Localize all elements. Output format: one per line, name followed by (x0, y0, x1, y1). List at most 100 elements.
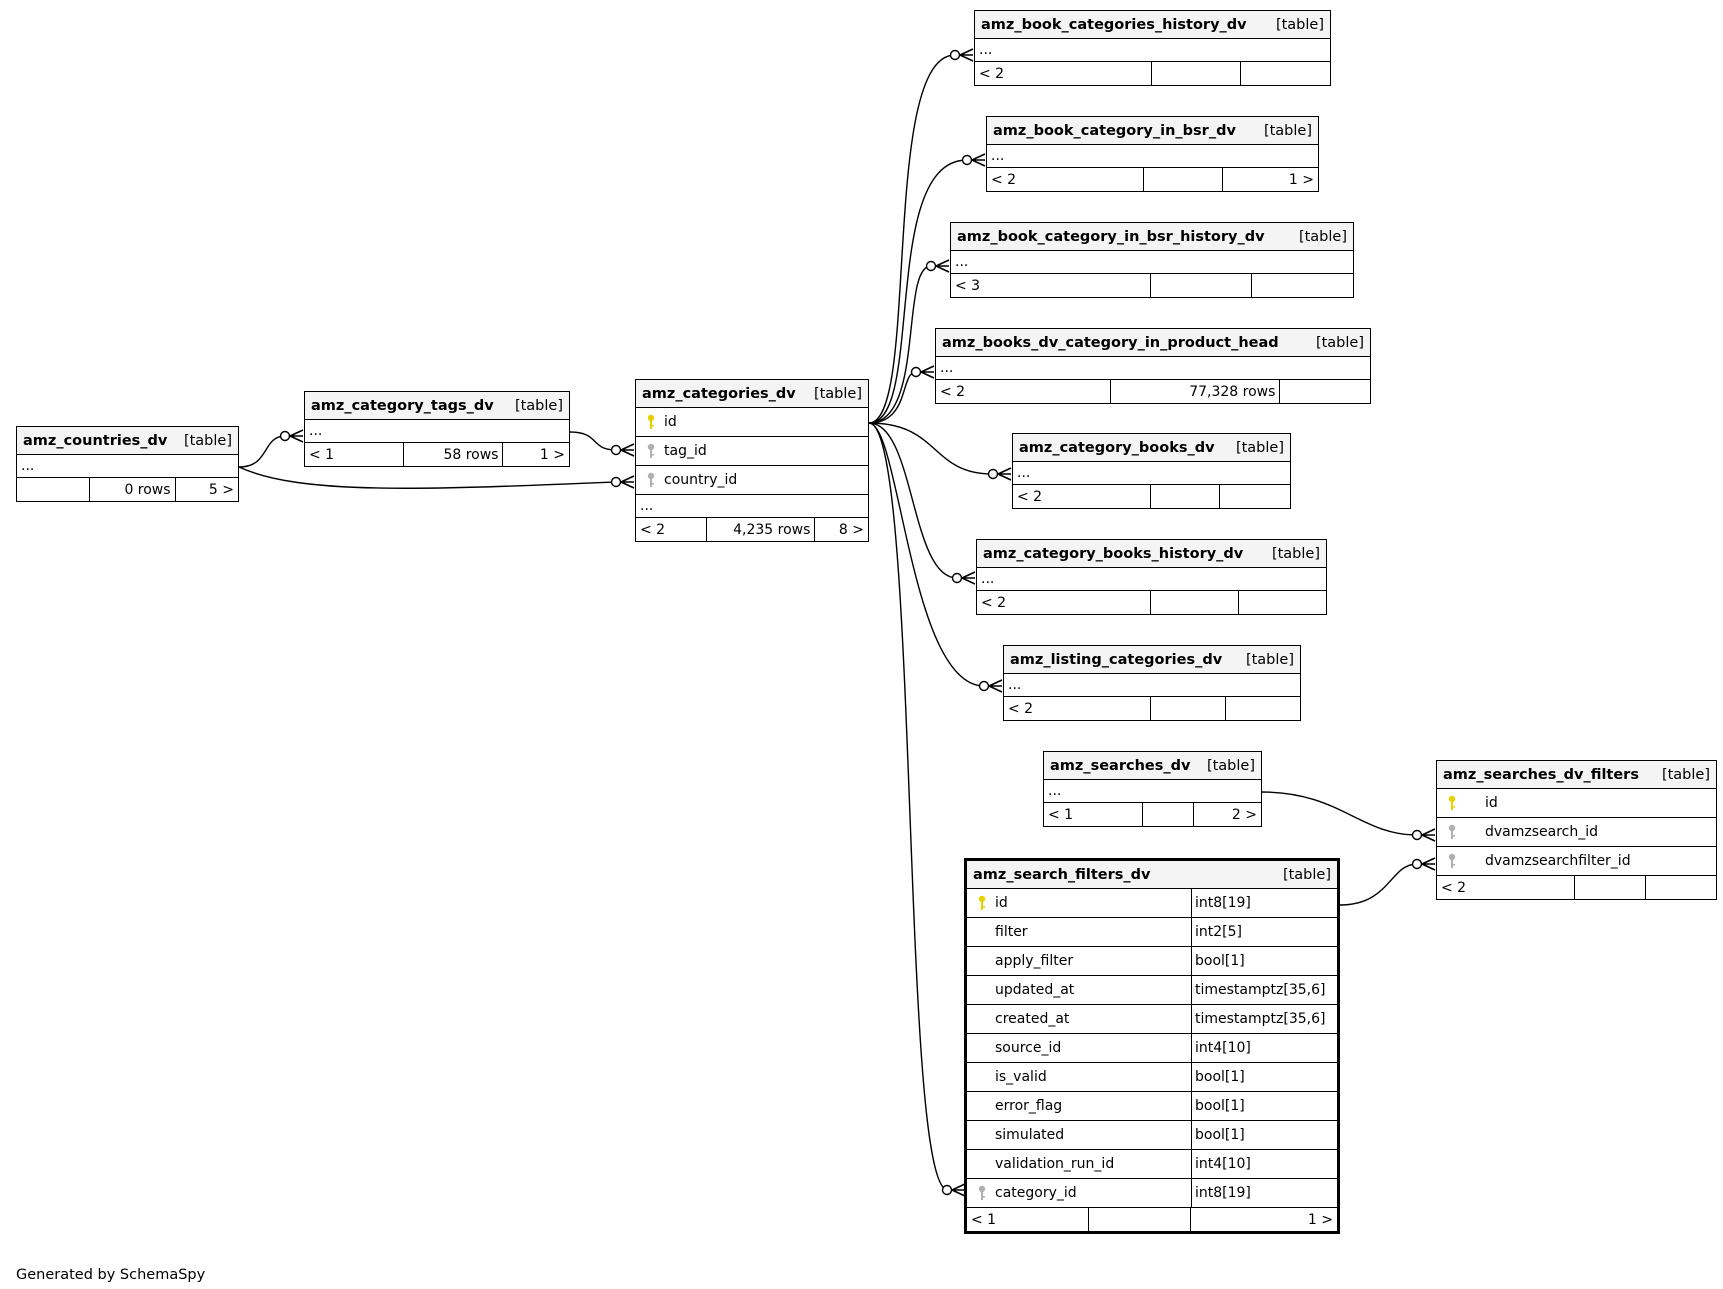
relationship-edge (238, 466, 635, 489)
parents-count[interactable]: < 2 (979, 65, 1005, 82)
more-columns-row[interactable]: ... (987, 145, 1318, 168)
children-count[interactable]: 2 > (1192, 803, 1261, 826)
children-count[interactable]: 1 > (1190, 1208, 1337, 1231)
children-count[interactable]: 1 > (502, 443, 569, 466)
table-name[interactable]: amz_search_filters_dv (973, 866, 1151, 883)
table-name[interactable]: amz_searches_dv_filters (1443, 766, 1639, 783)
children-count[interactable] (1279, 380, 1370, 403)
more-columns-row[interactable]: ... (951, 251, 1353, 274)
more-columns-row[interactable]: ... (936, 357, 1370, 380)
table-header[interactable]: amz_categories_dv[table] (636, 380, 868, 408)
table-name[interactable]: amz_listing_categories_dv (1010, 651, 1223, 668)
table-name[interactable]: amz_category_books_dv (1019, 439, 1215, 456)
parents-count[interactable] (17, 478, 89, 501)
table-header[interactable]: amz_book_category_in_bsr_dv[table] (987, 117, 1318, 145)
table-name[interactable]: amz_book_category_in_bsr_dv (993, 122, 1236, 139)
parents-count[interactable]: < 3 (955, 277, 981, 294)
column-row[interactable]: id (636, 408, 868, 437)
table-header[interactable]: amz_searches_dv_filters[table] (1437, 761, 1716, 789)
column-name: simulated (995, 1127, 1065, 1143)
table-header[interactable]: amz_books_dv_category_in_product_head[ta… (936, 329, 1370, 357)
table-header[interactable]: amz_search_filters_dv[table] (967, 861, 1337, 889)
parents-count[interactable]: < 2 (1441, 879, 1467, 896)
table-amz-category-books-history-dv[interactable]: amz_category_books_history_dv[table]... <… (976, 539, 1327, 615)
parents-count[interactable]: < 1 (1048, 806, 1074, 823)
optional-circle-icon (925, 260, 937, 272)
table-footer: < 1 2 > (1044, 803, 1261, 826)
table-name[interactable]: amz_book_categories_history_dv (981, 16, 1247, 33)
column-row[interactable]: country_id (636, 466, 868, 495)
column-row[interactable]: id (1437, 789, 1716, 818)
table-header[interactable]: amz_listing_categories_dv[table] (1004, 646, 1300, 674)
column-row[interactable]: dvamzsearchfilter_id (1437, 847, 1716, 876)
table-name[interactable]: amz_countries_dv (23, 432, 168, 449)
children-count[interactable] (1250, 274, 1354, 297)
table-name[interactable]: amz_book_category_in_bsr_history_dv (957, 228, 1265, 245)
children-count[interactable]: 5 > (174, 478, 238, 501)
table-name[interactable]: amz_books_dv_category_in_product_head (942, 334, 1279, 351)
children-count[interactable]: 8 > (814, 518, 868, 541)
parents-count[interactable]: < 2 (1008, 700, 1034, 717)
parents-count[interactable]: < 2 (640, 521, 666, 538)
table-header[interactable]: amz_category_tags_dv[table] (305, 392, 569, 420)
optional-circle-icon (949, 49, 961, 61)
table-header[interactable]: amz_book_category_in_bsr_history_dv [tabl… (951, 223, 1353, 251)
table-name[interactable]: amz_searches_dv (1050, 757, 1191, 774)
more-columns-row[interactable]: ... (636, 495, 868, 518)
column-row[interactable]: dvamzsearch_id (1437, 818, 1716, 847)
parents-count[interactable]: < 2 (981, 594, 1007, 611)
parents-count[interactable]: < 1 (309, 446, 335, 463)
children-count[interactable] (1239, 62, 1331, 85)
more-columns-row[interactable]: ... (17, 455, 238, 478)
parents-count[interactable]: < 1 (971, 1211, 997, 1228)
table-amz-category-books-dv[interactable]: amz_category_books_dv[table]... < 2 (1012, 433, 1291, 509)
table-header[interactable]: amz_category_books_history_dv[table] (977, 540, 1326, 568)
parents-count[interactable]: < 2 (991, 171, 1017, 188)
table-kind-label: [table] (1298, 228, 1347, 245)
children-count[interactable] (1219, 485, 1290, 508)
children-count[interactable] (1238, 591, 1326, 614)
more-columns-row[interactable]: ... (305, 420, 569, 443)
table-name[interactable]: amz_category_books_history_dv (983, 545, 1244, 562)
table-amz-book-category-in-bsr-dv[interactable]: amz_book_category_in_bsr_dv[table]... < 2… (986, 116, 1319, 192)
children-count[interactable]: 1 > (1221, 168, 1318, 191)
parents-count[interactable]: < 2 (940, 383, 966, 400)
more-columns-row[interactable]: ... (1044, 780, 1261, 803)
table-amz-books-dv-category-in-product-head[interactable]: amz_books_dv_category_in_product_head[ta… (935, 328, 1371, 404)
table-header[interactable]: amz_book_categories_history_dv[table] (975, 11, 1330, 39)
table-name[interactable]: amz_category_tags_dv (311, 397, 494, 414)
table-amz-book-categories-history-dv[interactable]: amz_book_categories_history_dv[table]...… (974, 10, 1331, 86)
table-amz-listing-categories-dv[interactable]: amz_listing_categories_dv[table]... < 2 (1003, 645, 1301, 721)
table-header[interactable]: amz_searches_dv[table] (1044, 752, 1261, 780)
more-columns-row[interactable]: ... (1004, 674, 1300, 697)
table-header[interactable]: amz_countries_dv[table] (17, 427, 238, 455)
children-count[interactable] (1224, 697, 1301, 720)
more-columns-row[interactable]: ... (1013, 462, 1290, 485)
table-name[interactable]: amz_categories_dv (642, 385, 796, 402)
parents-count[interactable]: < 2 (1017, 488, 1043, 505)
table-amz-searches-dv[interactable]: amz_searches_dv[table]... < 1 2 > (1043, 751, 1262, 827)
more-columns-row[interactable]: ... (975, 39, 1330, 62)
column-row[interactable]: tag_id (636, 437, 868, 466)
table-header[interactable]: amz_category_books_dv[table] (1013, 434, 1290, 462)
table-amz-book-category-in-bsr-history-dv[interactable]: amz_book_category_in_bsr_history_dv [tabl… (950, 222, 1354, 298)
column-name: category_id (995, 1185, 1077, 1201)
more-columns-row[interactable]: ... (977, 568, 1326, 591)
children-count[interactable] (1644, 876, 1717, 899)
